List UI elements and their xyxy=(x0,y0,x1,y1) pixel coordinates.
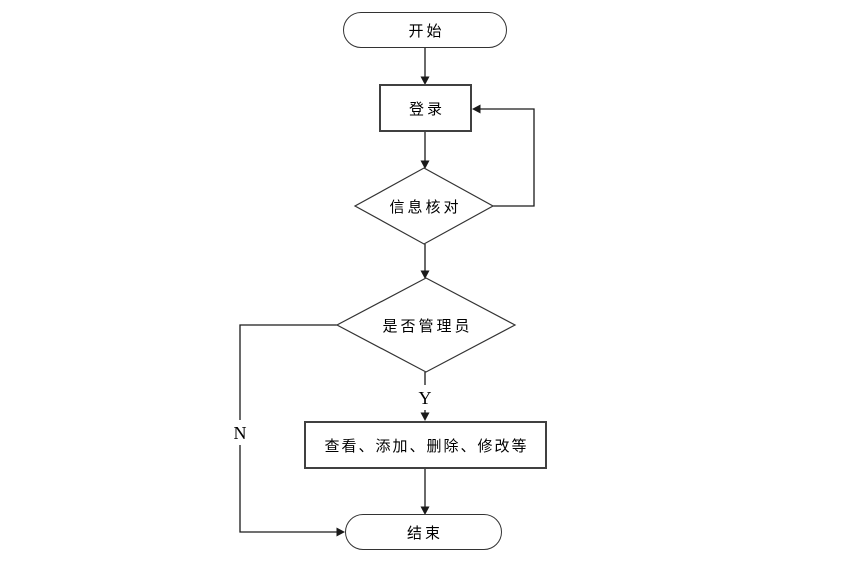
yes-label: Y xyxy=(418,387,432,408)
arrowhead-down-icon xyxy=(420,412,430,421)
admin-actions-label: 查看、添加、删除、修改等 xyxy=(324,436,529,455)
admin-actions-process: 查看、添加、删除、修改等 xyxy=(304,421,547,469)
decision-is-admin-label-box: 是否管理员 xyxy=(337,309,515,341)
login-label: 登录 xyxy=(408,99,445,118)
end-terminator: 结束 xyxy=(345,514,502,550)
arrowhead-down-icon xyxy=(420,506,430,515)
edge-start-login xyxy=(420,48,430,85)
decision-info-check-shape xyxy=(353,167,495,245)
arrowhead-down-icon xyxy=(420,76,430,85)
edge-actions-end xyxy=(420,469,430,515)
start-terminator: 开始 xyxy=(343,12,507,48)
arrowhead-down-icon xyxy=(420,160,430,169)
edge-infocheck-login-loop xyxy=(472,104,535,207)
decision-info-check-label-box: 信息核对 xyxy=(355,190,493,222)
start-label: 开始 xyxy=(408,21,445,40)
edge-login-infocheck xyxy=(420,132,430,169)
info-check-label: 信息核对 xyxy=(389,197,462,216)
no-label: N xyxy=(233,422,247,443)
end-label: 结束 xyxy=(406,523,443,542)
arrowhead-left-icon xyxy=(472,104,481,114)
edge-infocheck-isadmin xyxy=(420,244,430,279)
edge-label-no: N xyxy=(227,420,253,445)
arrowhead-right-icon xyxy=(336,527,345,537)
arrowhead-down-icon xyxy=(420,270,430,279)
decision-is-admin-shape xyxy=(335,277,517,373)
login-process: 登录 xyxy=(379,84,472,132)
is-admin-label: 是否管理员 xyxy=(382,316,473,335)
edge-label-yes: Y xyxy=(412,385,438,410)
